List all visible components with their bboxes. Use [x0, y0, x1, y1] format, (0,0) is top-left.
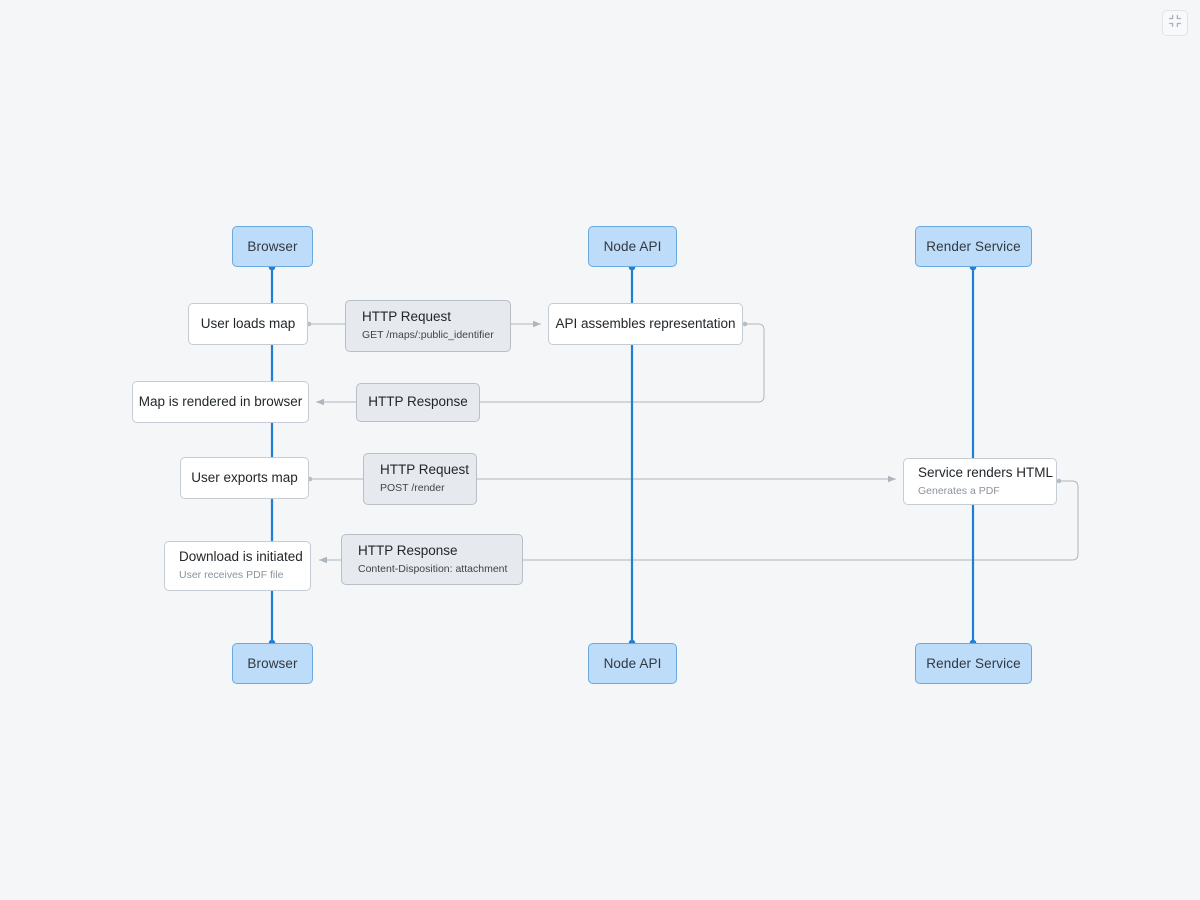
- message-http-response-map[interactable]: HTTP Response: [356, 383, 480, 422]
- edge-endpoint-dot: [742, 321, 748, 327]
- step-user-loads-map[interactable]: User loads map: [188, 303, 308, 345]
- step-subtitle: User receives PDF file: [179, 569, 284, 582]
- compress-icon: [1168, 14, 1182, 33]
- step-service-renders-html[interactable]: Service renders HTML Generates a PDF: [903, 458, 1057, 505]
- actor-label: Node API: [603, 239, 662, 254]
- actor-label: Browser: [247, 656, 298, 671]
- actor-label: Browser: [247, 239, 298, 254]
- actor-label: Node API: [603, 656, 662, 671]
- message-title: HTTP Request: [362, 309, 452, 325]
- actor-node-api-top[interactable]: Node API: [588, 226, 677, 267]
- step-user-exports-map[interactable]: User exports map: [180, 457, 309, 499]
- actor-label: Render Service: [926, 656, 1021, 671]
- step-title: User loads map: [200, 315, 296, 331]
- actor-node-api-bottom[interactable]: Node API: [588, 643, 677, 684]
- step-title: API assembles representation: [555, 315, 736, 331]
- actor-browser-bottom[interactable]: Browser: [232, 643, 313, 684]
- step-title: Download is initiated: [179, 549, 303, 565]
- step-api-assembles-representation[interactable]: API assembles representation: [548, 303, 743, 345]
- step-title: Service renders HTML: [918, 464, 1054, 480]
- actor-browser-top[interactable]: Browser: [232, 226, 313, 267]
- message-http-response-attachment[interactable]: HTTP Response Content-Disposition: attac…: [341, 534, 523, 585]
- message-title: HTTP Request: [380, 462, 470, 478]
- step-map-is-rendered-in-browser[interactable]: Map is rendered in browser: [132, 381, 309, 423]
- actor-render-service-bottom[interactable]: Render Service: [915, 643, 1032, 684]
- actor-render-service-top[interactable]: Render Service: [915, 226, 1032, 267]
- message-http-request-get-maps[interactable]: HTTP Request GET /maps/:public_identifie…: [345, 300, 511, 352]
- step-title: User exports map: [191, 469, 298, 485]
- message-subtitle: Content-Disposition: attachment: [358, 562, 508, 575]
- message-title: HTTP Response: [368, 394, 468, 410]
- edge-endpoint-dot: [1056, 478, 1062, 484]
- step-subtitle: Generates a PDF: [918, 484, 1000, 497]
- exit-fullscreen-button[interactable]: [1162, 10, 1188, 36]
- message-subtitle: POST /render: [380, 482, 445, 495]
- actor-label: Render Service: [926, 239, 1021, 254]
- step-title: Map is rendered in browser: [138, 393, 303, 409]
- message-http-request-post-render[interactable]: HTTP Request POST /render: [363, 453, 477, 505]
- step-download-is-initiated[interactable]: Download is initiated User receives PDF …: [164, 541, 311, 591]
- message-subtitle: GET /maps/:public_identifier: [362, 329, 494, 342]
- message-title: HTTP Response: [358, 542, 458, 558]
